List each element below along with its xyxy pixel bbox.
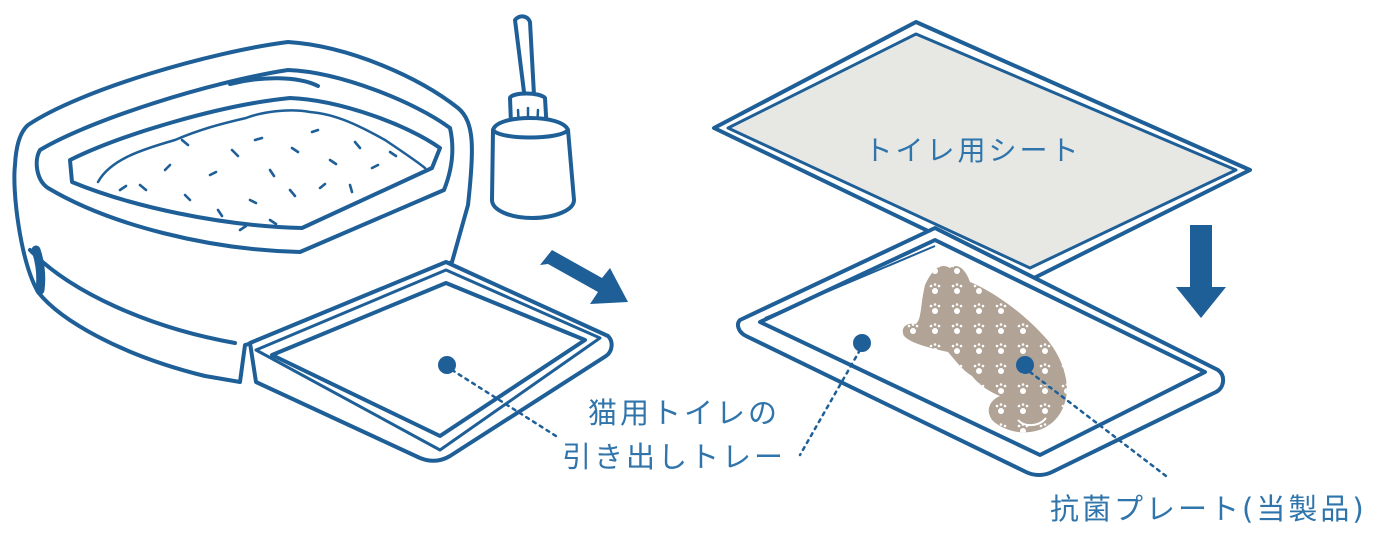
drawer-tray-left xyxy=(248,260,614,463)
litter-granules xyxy=(118,128,398,232)
cat-silhouette-icon xyxy=(902,265,1067,433)
toilet-sheet xyxy=(712,20,1252,282)
callout-tray-left xyxy=(438,356,558,438)
tray-label-line2: 引き出しトレー xyxy=(562,440,787,474)
sheet-label: トイレ用シート xyxy=(864,134,1081,167)
scoop-icon xyxy=(490,14,576,220)
down-arrow-icon xyxy=(1176,225,1226,318)
tray-label-line1: 猫用トイレの xyxy=(588,396,781,430)
right-arrow-icon xyxy=(540,250,628,304)
plate-label: 抗菌プレート(当製品) xyxy=(1050,492,1367,526)
callout-tray-right xyxy=(798,334,871,457)
callout-plate xyxy=(1016,356,1168,478)
